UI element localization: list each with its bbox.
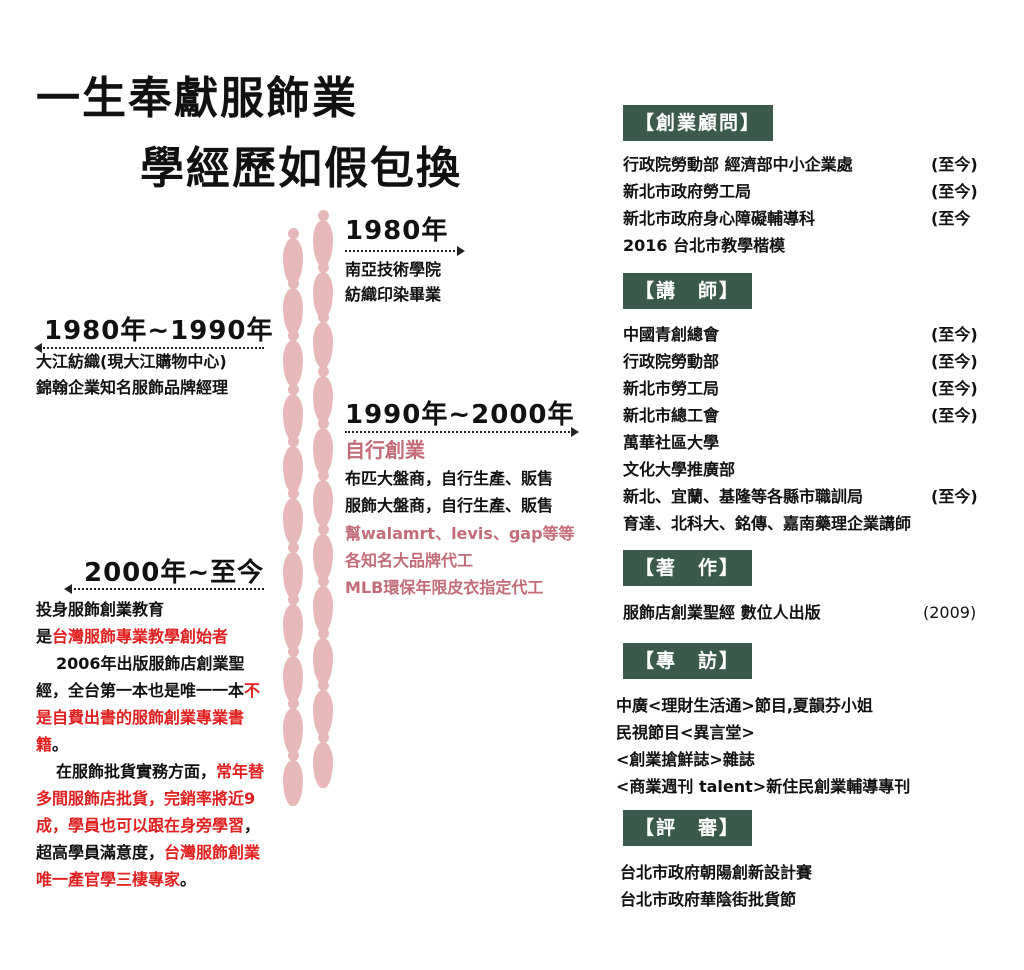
arrow-right-icon bbox=[345, 427, 579, 437]
footprint-icon bbox=[283, 278, 303, 334]
footprint-icon bbox=[283, 384, 303, 440]
bio-2000-now: 投身服飾創業教育 是台灣服飾專業教學創始者 2006年出版服飾店創業聖經，全台第… bbox=[36, 596, 268, 893]
footprint-icon bbox=[283, 488, 303, 544]
lecturer-row: 萬華社區大學 bbox=[623, 433, 720, 452]
section-tag-works: 【著 作】 bbox=[623, 550, 753, 586]
interview-row: 民視節目<異言堂> bbox=[616, 723, 755, 742]
footprint-icon bbox=[283, 698, 303, 754]
text-1980-line-2: 紡織印染畢業 bbox=[345, 285, 442, 304]
lecturer-row: 新北市總工會(至今) bbox=[623, 406, 978, 425]
footprint-icon bbox=[313, 628, 333, 684]
lecturer-row: 新北市勞工局(至今) bbox=[623, 379, 978, 398]
text-1980-line-1: 南亞技術學院 bbox=[345, 260, 442, 279]
section-tag-judge: 【評 審】 bbox=[623, 810, 753, 846]
footprint-icon bbox=[313, 732, 333, 788]
consultant-row: 行政院勞動部 經濟部中小企業處(至今) bbox=[623, 155, 978, 174]
page-title-line-1: 一生奉獻服飾業 bbox=[36, 73, 358, 124]
footprint-icon bbox=[313, 366, 333, 422]
lecturer-row: 行政院勞動部(至今) bbox=[623, 352, 978, 371]
interview-row: 中廣<理財生活通>節目,夏韻芬小姐 bbox=[616, 696, 873, 715]
bio-book: 2006年出版服飾店創業聖經，全台第一本也是唯一一本不是自費出書的服飾創業專業書… bbox=[36, 654, 261, 754]
lecturer-row: 育達、北科大、銘傳、嘉南藥理企業講師 bbox=[623, 514, 912, 533]
footprint-icon bbox=[283, 594, 303, 650]
text-1980-1990-line-2: 錦翰企業知名服飾品牌經理 bbox=[36, 378, 229, 397]
text-1980-1990-line-1: 大江紡織(現大江購物中心) bbox=[36, 352, 227, 371]
year-1980: 1980年 bbox=[345, 216, 449, 246]
page-title-line-2: 學經歷如假包換 bbox=[140, 143, 462, 194]
lecturer-row: 新北、宜蘭、基隆等各縣市職訓局(至今) bbox=[623, 487, 978, 506]
footprint-icon bbox=[313, 210, 333, 266]
judge-row: 台北市政府朝陽創新設計賽 bbox=[620, 863, 813, 882]
lecturer-row: 中國青創總會(至今) bbox=[623, 325, 978, 344]
bio-founder: 是台灣服飾專業教學創始者 bbox=[36, 627, 229, 646]
award-teaching-model: 2016 台北市教學楷模 bbox=[623, 236, 786, 255]
footprint-icon bbox=[313, 312, 333, 368]
footprint-icon bbox=[313, 680, 333, 736]
arrow-right-icon bbox=[345, 246, 465, 256]
footprint-icon bbox=[283, 750, 303, 806]
subtitle-self-business: 自行創業 bbox=[345, 438, 425, 462]
text-1990-2000-line-1: 布匹大盤商，自行生產、販售 bbox=[345, 469, 554, 488]
year-1990-2000: 1990年~2000年 bbox=[345, 400, 575, 430]
works-row: 服飾店創業聖經 數位人出版(2009) bbox=[623, 603, 977, 622]
text-1990-2000-line-2: 服飾大盤商，自行生產、販售 bbox=[345, 496, 554, 515]
footprint-icon bbox=[283, 330, 303, 386]
footprint-icon bbox=[313, 524, 333, 580]
section-tag-interviews: 【專 訪】 bbox=[623, 643, 753, 679]
footprint-icon bbox=[313, 576, 333, 632]
footprint-icon bbox=[283, 228, 303, 284]
consultant-row: 新北市政府勞工局(至今) bbox=[623, 182, 978, 201]
footprint-icon bbox=[313, 418, 333, 474]
section-tag-consultant: 【創業顧問】 bbox=[623, 105, 774, 141]
footprint-icon bbox=[313, 470, 333, 526]
section-tag-lecturer: 【講 師】 bbox=[623, 273, 753, 309]
lecturer-row: 文化大學推廣部 bbox=[623, 460, 736, 479]
interview-row: <創業搶鮮誌>雜誌 bbox=[616, 750, 755, 769]
footprint-icon bbox=[313, 262, 333, 318]
footprint-icon bbox=[283, 436, 303, 492]
footprint-icon bbox=[283, 646, 303, 702]
judge-row: 台北市政府華陰街批貨節 bbox=[620, 890, 797, 909]
consultant-row: 新北市政府身心障礙輔導科(至今 bbox=[623, 209, 971, 228]
arrow-left-icon bbox=[34, 343, 264, 353]
text-1990-2000-oem-1: 幫walamrt、levis、gap等等 bbox=[345, 524, 575, 543]
interview-row: <商業週刊 talent>新住民創業輔導專刊 bbox=[616, 777, 911, 796]
year-2000-now: 2000年~至今 bbox=[84, 558, 265, 588]
year-1980-1990: 1980年~1990年 bbox=[44, 316, 274, 346]
bio-line-education: 投身服飾創業教育 bbox=[36, 600, 165, 619]
arrow-left-icon bbox=[64, 584, 264, 594]
text-1990-2000-oem-3: MLB環保年限皮衣指定代工 bbox=[345, 578, 544, 597]
bio-wholesale: 在服飾批貨實務方面，常年替多間服飾店批貨，完銷率將近9成，學員也可以跟在身旁學習… bbox=[36, 762, 265, 889]
text-1990-2000-oem-2: 各知名大品牌代工 bbox=[345, 551, 474, 570]
footprint-icon bbox=[283, 542, 303, 598]
